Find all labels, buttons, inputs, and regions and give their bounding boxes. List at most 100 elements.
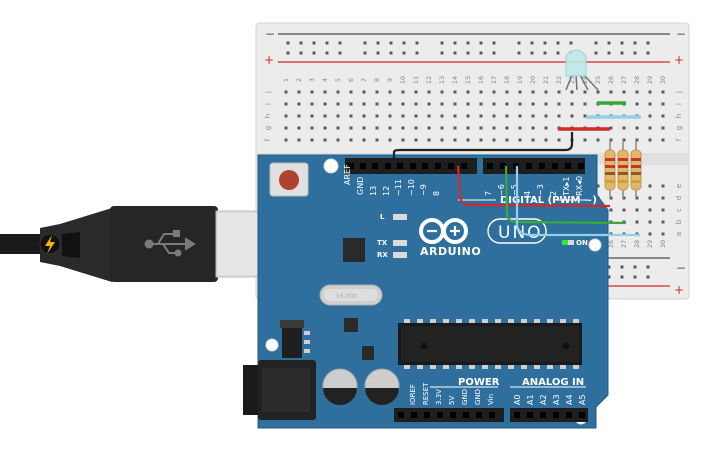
breadboard-hole[interactable] [440,90,444,94]
breadboard-hole[interactable] [492,114,496,118]
rail-hole[interactable] [543,41,547,45]
breadboard-hole[interactable] [284,114,288,118]
breadboard-hole[interactable] [557,114,561,118]
rail-hole[interactable] [633,275,637,279]
breadboard-hole[interactable] [583,138,587,142]
breadboard-hole[interactable] [492,90,496,94]
breadboard-hole[interactable] [661,102,665,106]
header-socket[interactable] [579,412,585,418]
rail-hole[interactable] [440,51,444,55]
breadboard-hole[interactable] [583,102,587,106]
breadboard-hole[interactable] [414,126,418,130]
breadboard-hole[interactable] [544,90,548,94]
rail-hole[interactable] [402,41,406,45]
header-socket[interactable] [566,412,572,418]
breadboard-hole[interactable] [336,126,340,130]
breadboard-hole[interactable] [453,114,457,118]
header-socket[interactable] [422,163,428,169]
bottom-sockets[interactable] [398,412,585,418]
rail-hole[interactable] [479,41,483,45]
breadboard-hole[interactable] [479,126,483,130]
header-socket[interactable] [540,412,546,418]
breadboard-hole[interactable] [336,114,340,118]
breadboard-hole[interactable] [661,196,665,200]
breadboard-hole[interactable] [635,102,639,106]
header-socket[interactable] [578,163,584,169]
breadboard-hole[interactable] [635,220,639,224]
power-header[interactable] [394,408,504,422]
reset-button[interactable] [269,162,309,197]
rail-hole[interactable] [415,51,419,55]
breadboard-hole[interactable] [596,184,600,188]
breadboard-hole[interactable] [557,138,561,142]
breadboard-hole[interactable] [401,126,405,130]
breadboard-hole[interactable] [648,138,652,142]
rail-hole[interactable] [517,51,521,55]
breadboard-hole[interactable] [466,114,470,118]
resistors[interactable] [604,140,642,198]
rail-hole[interactable] [530,51,534,55]
header-socket[interactable] [514,412,520,418]
breadboard-hole[interactable] [479,102,483,106]
header-socket[interactable] [435,163,441,169]
breadboard-hole[interactable] [622,126,626,130]
breadboard-hole[interactable] [570,114,574,118]
rail-hole[interactable] [646,41,650,45]
breadboard-hole[interactable] [544,126,548,130]
breadboard-hole[interactable] [648,102,652,106]
breadboard-hole[interactable] [440,102,444,106]
breadboard-hole[interactable] [375,126,379,130]
rail-hole[interactable] [389,41,393,45]
breadboard-hole[interactable] [492,102,496,106]
breadboard-hole[interactable] [544,102,548,106]
breadboard-hole[interactable] [414,138,418,142]
breadboard-hole[interactable] [310,102,314,106]
breadboard-hole[interactable] [596,138,600,142]
breadboard-hole[interactable] [531,138,535,142]
breadboard-hole[interactable] [349,138,353,142]
top-rail-holes[interactable] [286,41,650,55]
rail-hole[interactable] [543,51,547,55]
breadboard-hole[interactable] [622,138,626,142]
breadboard-hole[interactable] [414,114,418,118]
breadboard-hole[interactable] [531,126,535,130]
rail-hole[interactable] [453,51,457,55]
breadboard-hole[interactable] [401,114,405,118]
breadboard-hole[interactable] [635,138,639,142]
breadboard-hole[interactable] [531,90,535,94]
digital-header-right[interactable] [483,158,585,174]
rail-hole[interactable] [299,51,303,55]
rail-hole[interactable] [594,41,598,45]
breadboard-hole[interactable] [609,196,613,200]
header-socket[interactable] [539,163,545,169]
header-socket[interactable] [527,412,533,418]
wire-red-pin[interactable] [456,165,611,208]
breadboard-hole[interactable] [440,126,444,130]
rail-hole[interactable] [363,51,367,55]
breadboard-hole[interactable] [661,90,665,94]
rail-hole[interactable] [646,275,650,279]
header-socket[interactable] [372,163,378,169]
breadboard-hole[interactable] [440,114,444,118]
rail-hole[interactable] [286,51,290,55]
breadboard-hole[interactable] [388,90,392,94]
rail-hole[interactable] [415,41,419,45]
wire-blue-pin[interactable] [515,166,640,237]
rail-hole[interactable] [620,51,624,55]
breadboard-hole[interactable] [284,102,288,106]
rgb-led[interactable] [565,49,599,91]
breadboard-hole[interactable] [609,90,613,94]
rail-hole[interactable] [479,51,483,55]
breadboard-hole[interactable] [518,138,522,142]
breadboard-hole[interactable] [401,102,405,106]
breadboard-hole[interactable] [466,102,470,106]
analog-header[interactable] [510,408,588,422]
rail-hole[interactable] [633,265,637,269]
breadboard-hole[interactable] [479,90,483,94]
rail-hole[interactable] [402,51,406,55]
breadboard-hole[interactable] [648,114,652,118]
rail-hole[interactable] [312,41,316,45]
breadboard-hole[interactable] [284,138,288,142]
